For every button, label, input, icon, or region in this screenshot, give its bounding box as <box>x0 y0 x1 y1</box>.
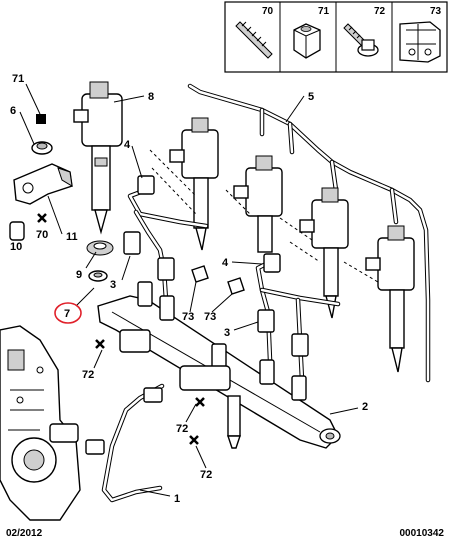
washer-7 <box>88 270 108 282</box>
pipe-union <box>123 175 309 357</box>
callout-5: 5 <box>308 91 314 103</box>
legend-box: 70 71 72 73 <box>224 1 448 73</box>
injector-4 <box>299 187 349 319</box>
callout-73-right: 73 <box>204 311 216 323</box>
leader-lines <box>19 83 359 497</box>
callout-1: 1 <box>174 493 180 505</box>
callout-2: 2 <box>362 401 368 413</box>
highlighted-callout-7[interactable]: 7 <box>54 302 82 324</box>
callout-4-lower: 4 <box>222 257 229 269</box>
callout-72-left: 72 <box>82 369 94 381</box>
legend-ref-70: 70 <box>262 6 274 17</box>
injector-main <box>73 81 123 235</box>
fuel-rail <box>97 281 341 449</box>
clip-73 <box>191 265 245 295</box>
callout-73-left: 73 <box>182 311 194 323</box>
reference-code: 00010342 <box>399 528 445 539</box>
nut-icon <box>293 23 321 59</box>
clip-icon <box>399 21 441 63</box>
legend-ref-73: 73 <box>430 6 442 17</box>
sleeve-10 <box>9 221 25 241</box>
callout-3-left: 3 <box>110 279 116 291</box>
bolt-marker <box>37 213 205 445</box>
nut-71-marker <box>36 114 46 124</box>
hp-pump <box>0 325 81 521</box>
stud-icon <box>235 21 273 59</box>
callout-3-right: 3 <box>224 327 230 339</box>
bolt-icon <box>343 23 379 57</box>
callout-70: 70 <box>36 229 48 241</box>
callout-6: 6 <box>10 105 16 117</box>
legend-ref-72: 72 <box>374 6 386 17</box>
injector-5 <box>365 225 415 373</box>
washer-6 <box>31 141 53 155</box>
legend-item-73: 73 <box>399 6 442 63</box>
legend-item-70: 70 <box>235 6 274 59</box>
date-code: 02/2012 <box>6 528 43 539</box>
callout-72-bottom: 72 <box>200 469 212 481</box>
legend-ref-71: 71 <box>318 6 330 17</box>
callout-10: 10 <box>10 241 22 253</box>
callout-9: 9 <box>76 269 82 281</box>
callout-72-mid: 72 <box>176 423 188 435</box>
legend-item-71: 71 <box>293 6 330 59</box>
return-hose <box>187 83 431 383</box>
callout-71: 71 <box>12 73 24 85</box>
callout-7: 7 <box>64 308 70 320</box>
injector-3 <box>233 155 283 253</box>
callout-4-upper: 4 <box>124 139 131 151</box>
injector-2 <box>169 117 219 251</box>
seal-9 <box>86 240 114 256</box>
callout-8: 8 <box>148 91 154 103</box>
clamp-plate <box>13 163 73 205</box>
highlight-ring <box>54 302 82 324</box>
legend-item-72: 72 <box>343 6 386 57</box>
supply-pipe <box>85 383 165 503</box>
callout-11: 11 <box>66 231 78 243</box>
